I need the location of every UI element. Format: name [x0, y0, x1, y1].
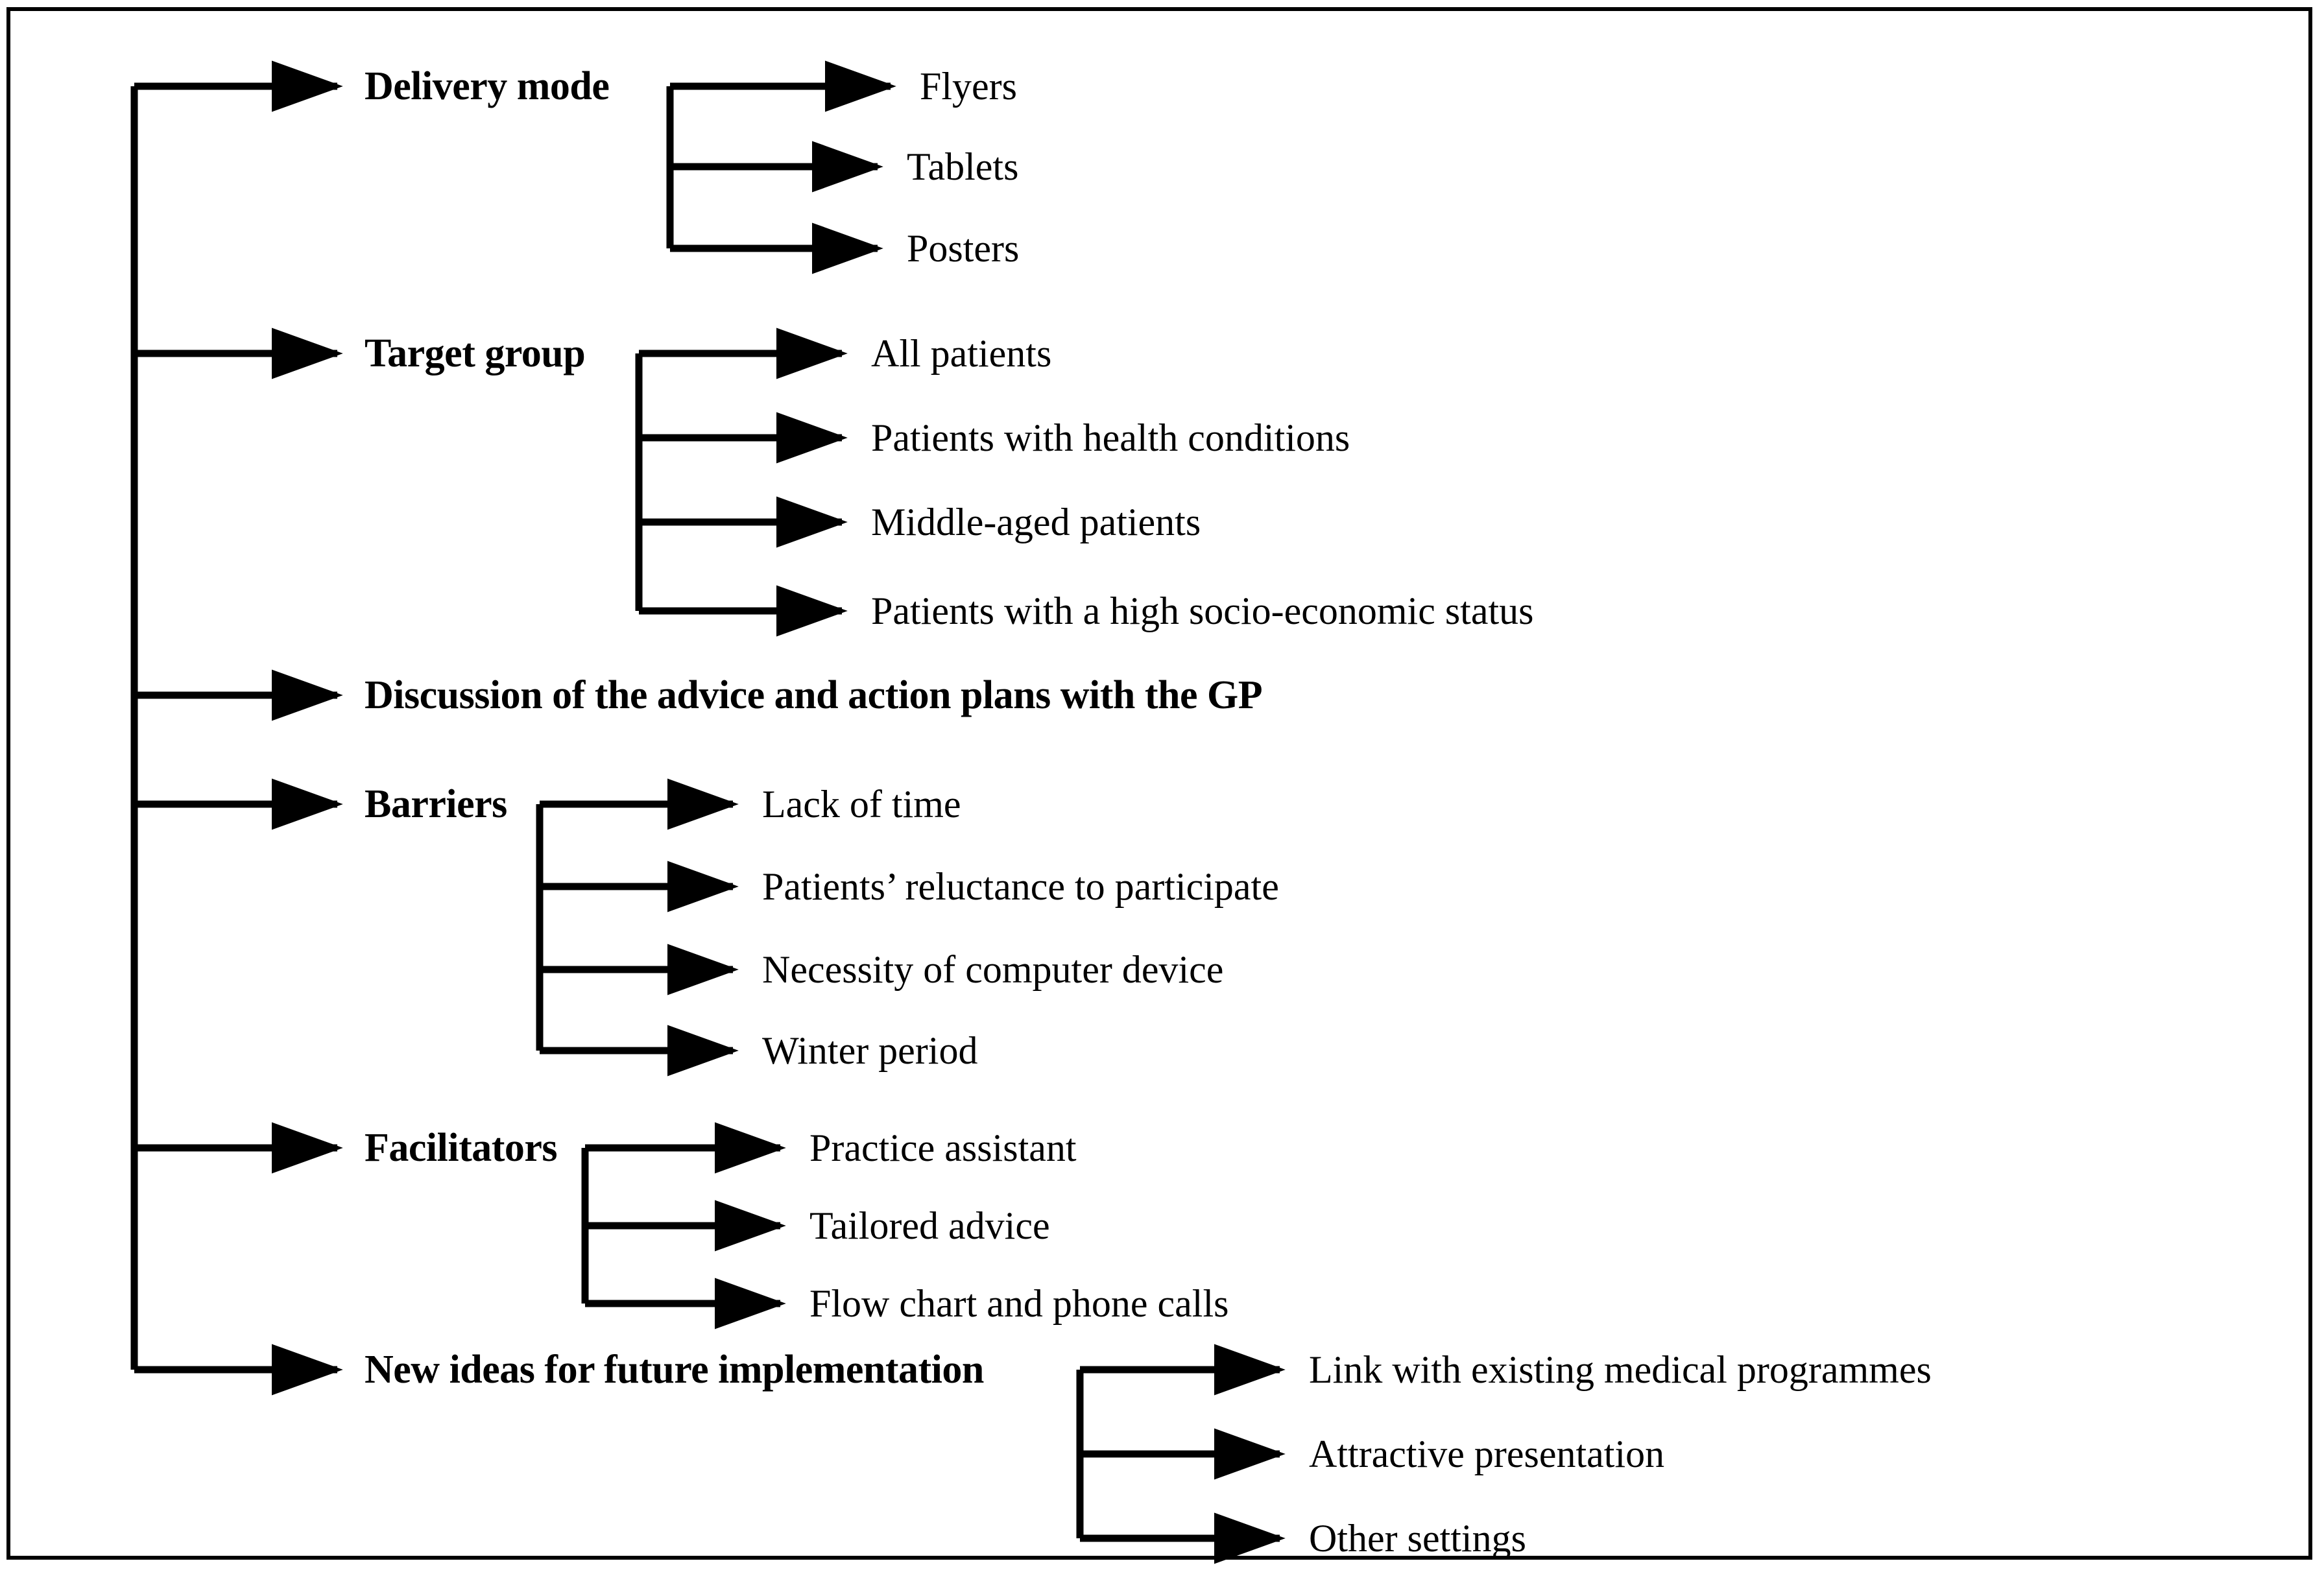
node-label-flow-chart-phone-calls: Flow chart and phone calls — [809, 1282, 1229, 1325]
node-label-flyers: Flyers — [920, 65, 1017, 108]
node-label-tailored-advice: Tailored advice — [809, 1204, 1050, 1247]
node-label-posters: Posters — [907, 227, 1020, 270]
node-label-facilitators: Facilitators — [365, 1126, 558, 1170]
node-label-patients-high-ses: Patients with a high socio-economic stat… — [871, 590, 1534, 632]
node-label-new-ideas: New ideas for future implementation — [365, 1348, 984, 1392]
node-label-target-group: Target group — [365, 331, 586, 375]
diagram-lines — [130, 60, 1286, 1564]
node-label-delivery-mode: Delivery mode — [365, 64, 610, 108]
node-label-attractive-presentation: Attractive presentation — [1309, 1433, 1665, 1475]
node-label-winter-period: Winter period — [762, 1029, 978, 1072]
node-label-practice-assistant: Practice assistant — [809, 1126, 1077, 1169]
node-label-patients-health-conditions: Patients with health conditions — [871, 416, 1350, 459]
figure-border-frame — [6, 7, 2312, 1560]
node-label-lack-of-time: Lack of time — [762, 783, 961, 826]
node-label-necessity-computer-device: Necessity of computer device — [762, 948, 1224, 991]
node-label-middle-aged-patients: Middle-aged patients — [871, 501, 1201, 543]
node-label-link-medical-programmes: Link with existing medical programmes — [1309, 1348, 1932, 1391]
node-label-discussion-gp: Discussion of the advice and action plan… — [365, 673, 1263, 717]
node-label-tablets: Tablets — [907, 145, 1019, 188]
node-label-all-patients: All patients — [871, 332, 1052, 375]
node-label-other-settings: Other settings — [1309, 1517, 1526, 1560]
node-label-barriers: Barriers — [365, 782, 507, 826]
node-label-patients-reluctance: Patients’ reluctance to participate — [762, 865, 1279, 908]
